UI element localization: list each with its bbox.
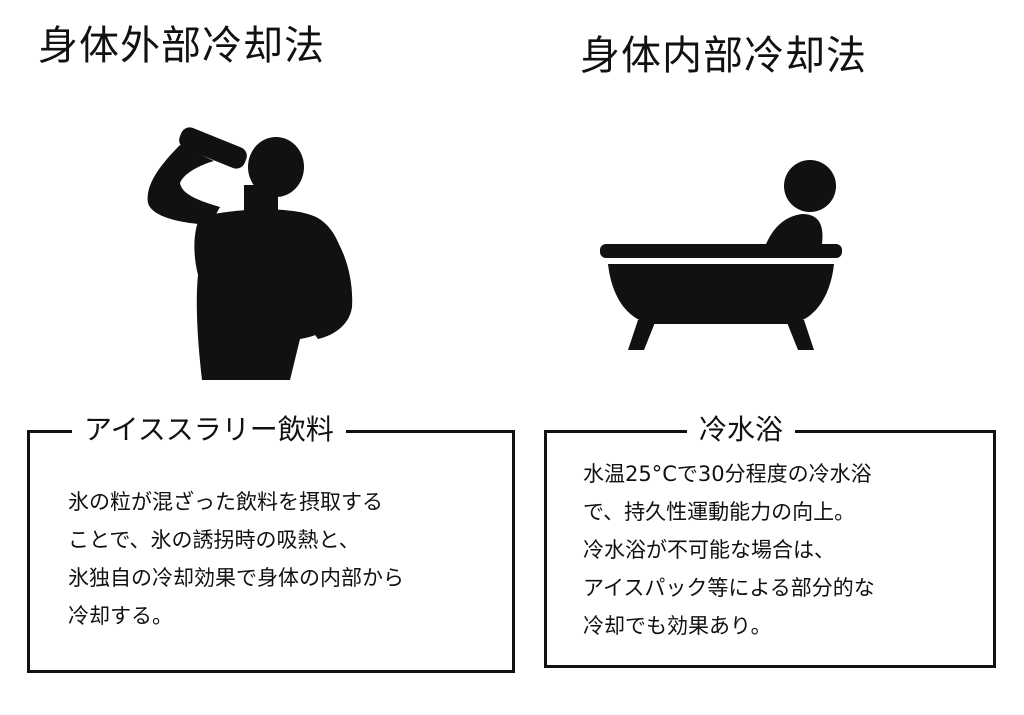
left-description-line: 氷独自の冷却効果で身体の内部から [68, 566, 404, 590]
left-box-label: アイススラリー飲料 [72, 409, 346, 451]
right-description-line: 冷水浴が不可能な場合は、 [583, 538, 835, 562]
person-drinking-icon [147, 127, 353, 380]
left-description-line: 氷の粒が混ざった飲料を摂取する [68, 490, 383, 514]
right-box-label: 冷水浴 [687, 409, 796, 451]
left-description-line: 冷却する。 [68, 604, 173, 628]
left-description-line: ことで、氷の誘拐時の吸熱と、 [68, 528, 360, 552]
drinker-bottle [179, 127, 247, 169]
right-description-line: 冷却でも効果あり。 [583, 614, 772, 638]
left-title: 身体外部冷却法 [38, 23, 325, 69]
right-description-line: 水温25°Cで30分程度の冷水浴 [583, 462, 872, 486]
drinker-torso [194, 209, 347, 380]
left-description-box: アイススラリー飲料 氷の粒が混ざった飲料を摂取する ことで、氷の誘拐時の吸熱と、… [27, 409, 515, 673]
bathtub-icon [600, 160, 842, 350]
bather-head [784, 160, 836, 212]
tub-basin [608, 264, 834, 324]
right-title: 身体内部冷却法 [580, 33, 867, 79]
bather-body [766, 214, 823, 244]
drinker-raised-arm [147, 145, 220, 225]
drinker-hip-arm [308, 217, 353, 339]
right-description-line: で、持久性運動能力の向上。 [583, 500, 856, 524]
tub-rim [600, 244, 842, 258]
tub-foot-left [628, 320, 656, 350]
right-description: 水温25°Cで30分程度の冷水浴 で、持久性運動能力の向上。 冷水浴が不可能な場… [583, 455, 875, 645]
right-description-box: 冷水浴 水温25°Cで30分程度の冷水浴 で、持久性運動能力の向上。 冷水浴が不… [544, 409, 996, 668]
tub-foot-right [786, 320, 814, 350]
left-description: 氷の粒が混ざった飲料を摂取する ことで、氷の誘拐時の吸熱と、 氷独自の冷却効果で… [68, 483, 404, 635]
drinker-head [248, 137, 304, 197]
right-description-line: アイスパック等による部分的な [583, 576, 875, 600]
